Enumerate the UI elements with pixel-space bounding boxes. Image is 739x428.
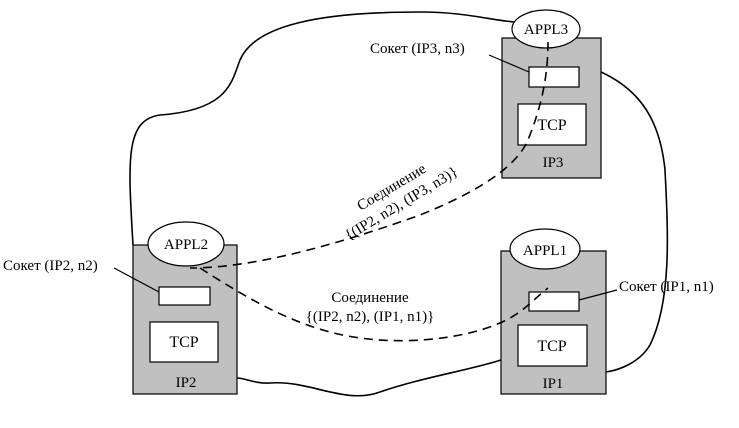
socket-ip2-label: Сокет (IP2, n2) — [3, 258, 98, 274]
host-ip2-label: IP2 — [176, 375, 197, 391]
app-ip3-label: APPL3 — [524, 22, 568, 38]
socket-ip2-pointer — [113, 267, 160, 293]
host-ip3: APPL3 TCP IP3 — [501, 9, 602, 179]
connection-ip2-ip3-label: Соединение {(IP2, n2), (IP3, n3)} — [342, 161, 460, 244]
host-ip2-box — [132, 244, 238, 395]
socket-ip1-label: Сокет (IP1, n1) — [619, 279, 714, 295]
tcp-ip1-label: TCP — [537, 338, 566, 355]
tcp-ip2-label: TCP — [169, 334, 198, 351]
connection-ip2-ip1-title: Соединение — [331, 290, 409, 306]
socket-ip1-pointer — [578, 289, 618, 301]
app-ip1-label: APPL1 — [523, 243, 567, 259]
connection-ip2-ip1-pair: {(IP2, n2), (IP1, n1)} — [306, 309, 435, 325]
app-ip2-label: APPL2 — [164, 237, 208, 253]
tcp-ip1-box — [517, 324, 588, 367]
app-ip1-ellipse — [509, 228, 581, 270]
tcp-ip2-box — [149, 321, 219, 363]
socket-ip3-label: Сокет (IP3, n3) — [370, 41, 465, 57]
network-cable — [129, 11, 669, 397]
connection-ip2-ip3-line — [189, 41, 549, 269]
socket-ip2 — [158, 286, 211, 306]
host-ip1-label: IP1 — [543, 376, 564, 392]
host-ip1-box — [500, 250, 607, 395]
socket-ip3-pointer — [488, 54, 530, 73]
app-ip2-ellipse — [147, 221, 225, 267]
socket-ip3 — [528, 66, 580, 88]
host-ip1: APPL1 TCP IP1 — [500, 228, 607, 395]
host-ip3-label: IP3 — [543, 155, 564, 171]
host-ip2: APPL2 TCP IP2 — [132, 221, 238, 395]
tcp-ip3-label: TCP — [537, 117, 566, 134]
socket-ip1 — [528, 291, 580, 312]
app-ip3-ellipse — [511, 9, 581, 49]
